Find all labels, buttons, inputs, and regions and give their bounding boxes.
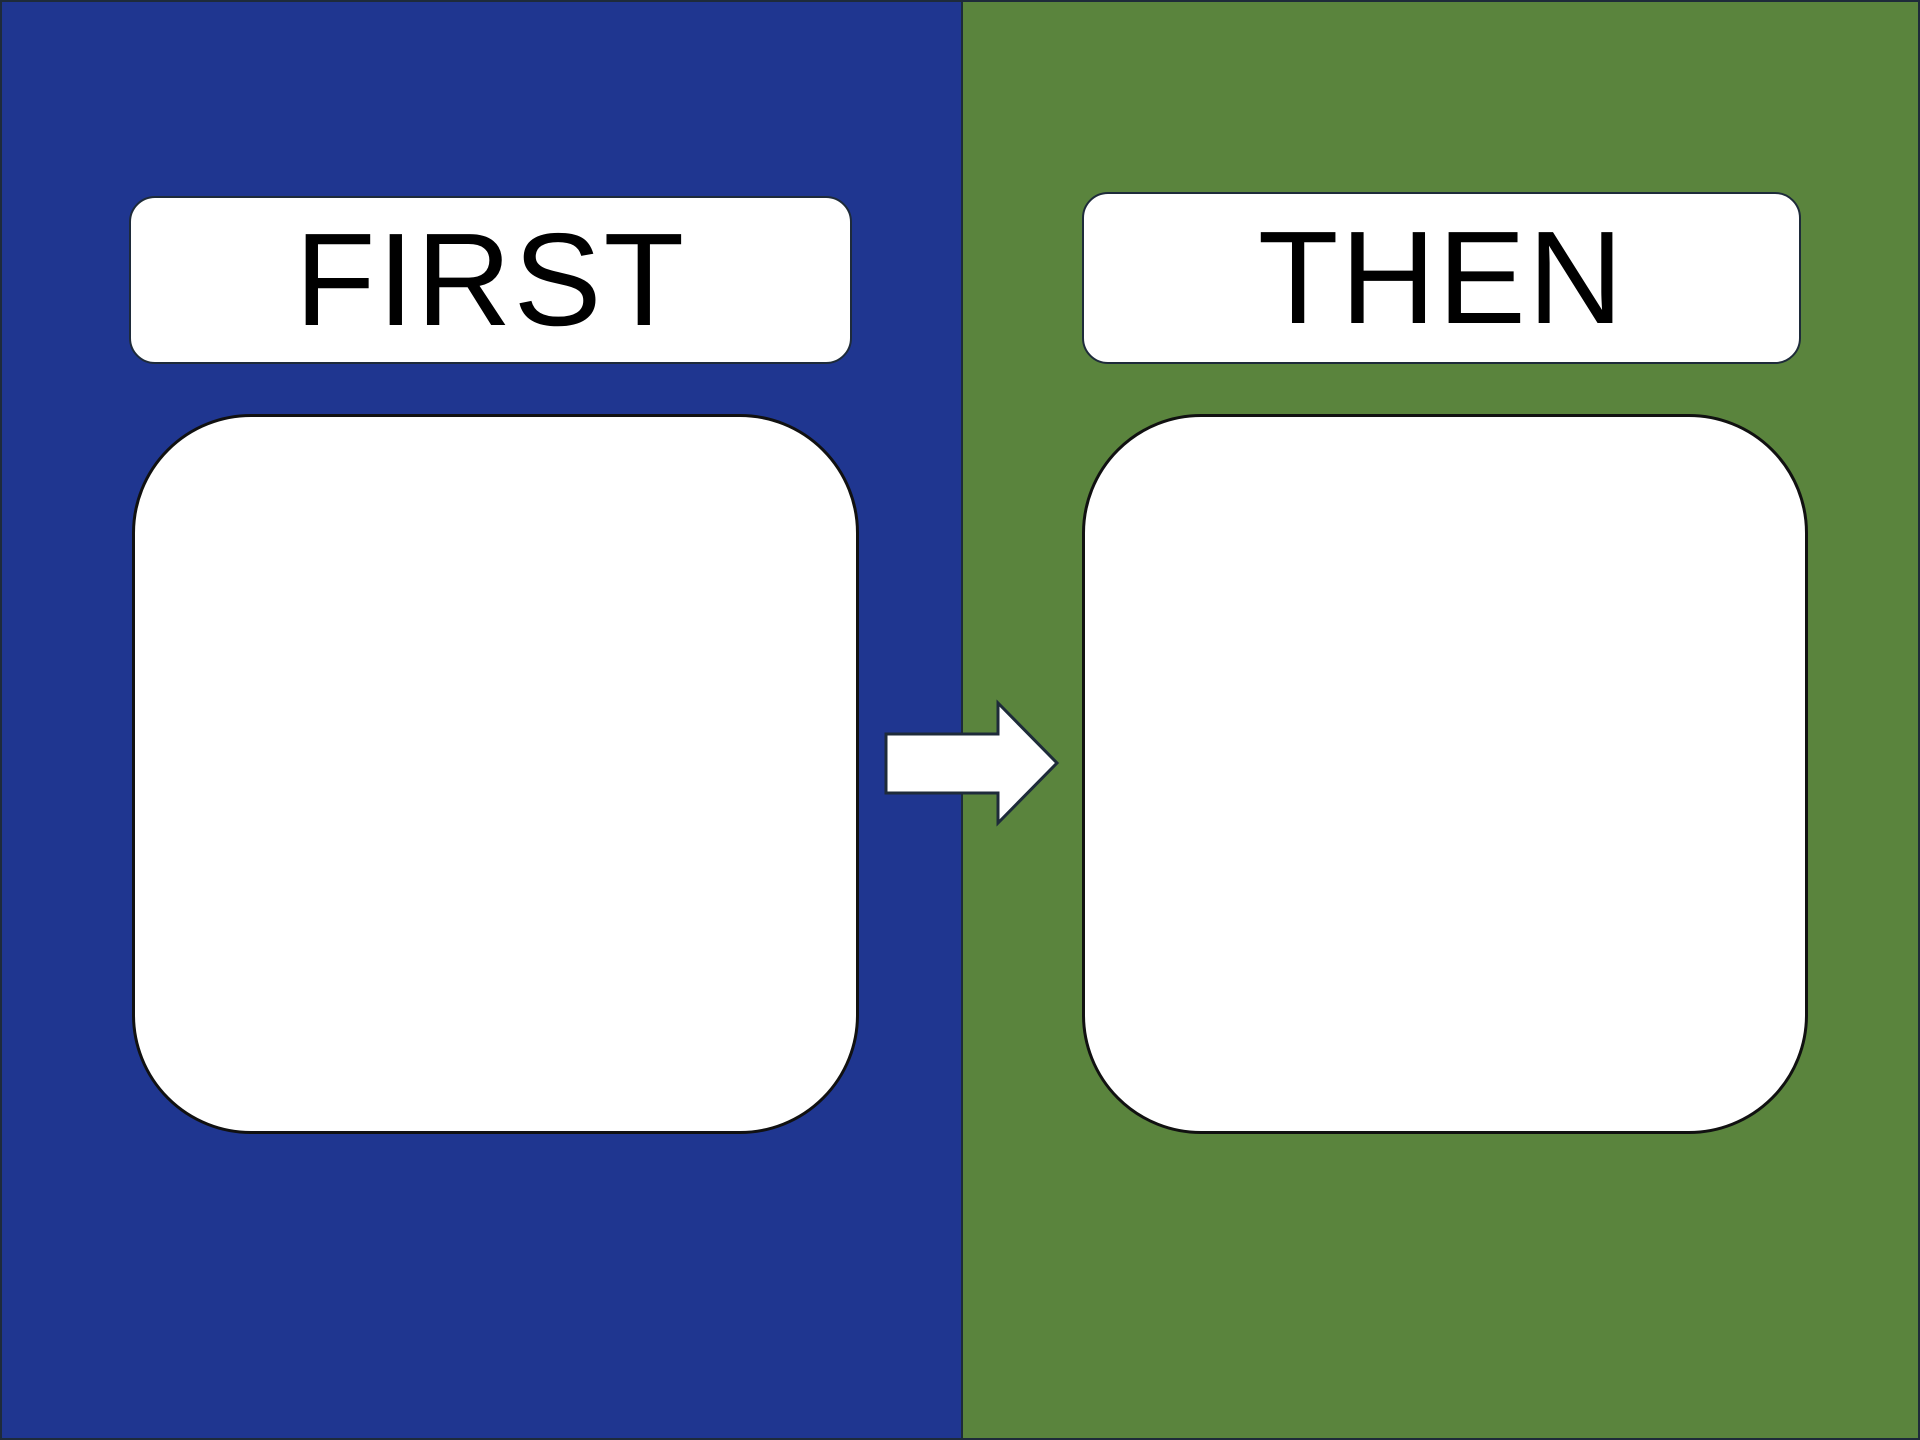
then-image-slot[interactable] bbox=[1082, 414, 1808, 1134]
then-label-box: THEN bbox=[1082, 192, 1801, 364]
first-label-box: FIRST bbox=[129, 196, 852, 364]
first-image-slot[interactable] bbox=[132, 414, 859, 1134]
then-label: THEN bbox=[1257, 204, 1626, 351]
first-label: FIRST bbox=[294, 206, 687, 353]
arrow-shape bbox=[884, 699, 1060, 827]
